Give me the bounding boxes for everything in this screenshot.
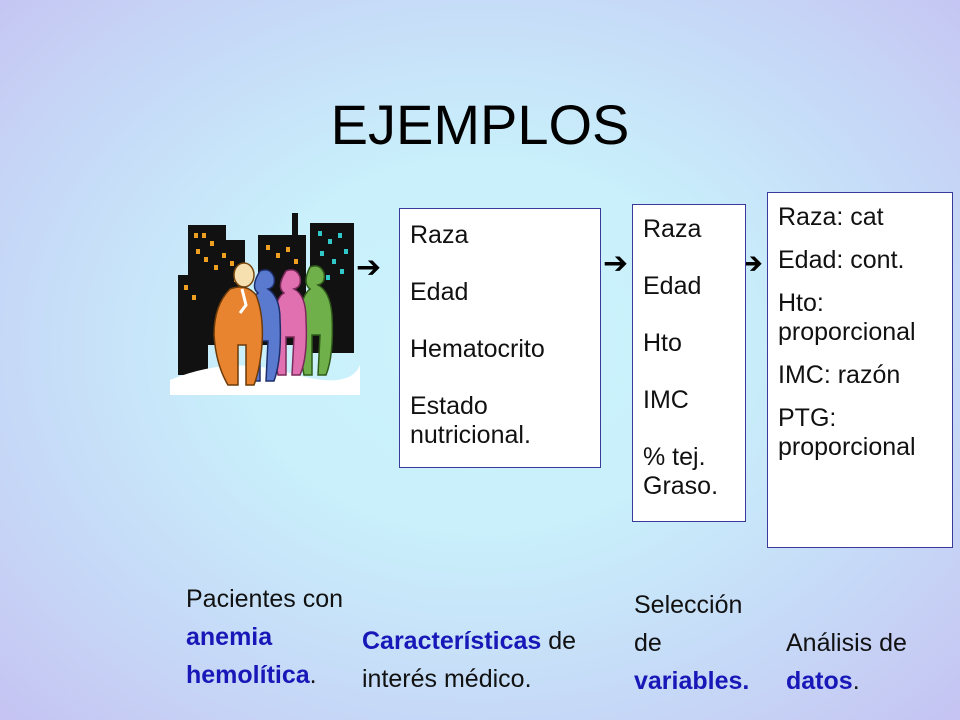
list-item: IMC: razón <box>778 361 901 389</box>
list-item: IMC <box>643 386 689 414</box>
analysis-box: Raza: cat Edad: cont. Hto: proporcional … <box>767 192 953 548</box>
list-item: PTG: proporcional <box>778 404 916 461</box>
caption-characteristics: Características de interés médico. <box>362 622 602 698</box>
caption-text: Análisis de <box>786 629 907 657</box>
caption-selection: Selección de variables. <box>634 586 774 700</box>
list-item: Hematocrito <box>410 335 545 363</box>
list-item: Raza <box>410 221 469 249</box>
caption-patients: Pacientes con anemia hemolítica. <box>186 580 366 694</box>
list-item: Raza: cat <box>778 203 884 231</box>
caption-highlight: anemia hemolítica <box>186 623 310 689</box>
list-item: Raza <box>643 215 702 243</box>
caption-highlight: Características <box>362 627 542 655</box>
list-item: Edad: cont. <box>778 246 905 274</box>
caption-text: Pacientes con <box>186 585 344 613</box>
list-item: Edad <box>643 272 702 300</box>
caption-suffix: . <box>309 661 317 689</box>
caption-text: Selección de <box>634 591 743 657</box>
list-item: Hto: proporcional <box>778 289 916 346</box>
caption-text: de interés médico. <box>362 627 577 693</box>
caption-analysis: Análisis de datos. <box>786 624 936 700</box>
caption-suffix: . <box>852 667 860 695</box>
characteristics-box: Raza Edad Hematocrito Estado nutricional… <box>399 208 601 468</box>
caption-highlight: variables. <box>634 667 750 695</box>
list-item: % tej. Graso. <box>643 443 719 500</box>
list-item: Hto <box>643 329 682 357</box>
people-city-clipart <box>170 213 360 395</box>
list-item: Estado nutricional. <box>410 392 531 449</box>
slide-title: EJEMPLOS <box>330 93 630 156</box>
variables-box: Raza Edad Hto IMC % tej. Graso. <box>632 204 746 522</box>
right-arrow-icon: ➔ <box>356 250 382 285</box>
list-item: Edad <box>410 278 469 306</box>
caption-highlight: datos <box>786 667 853 695</box>
right-arrow-icon: ➔ <box>603 246 629 281</box>
